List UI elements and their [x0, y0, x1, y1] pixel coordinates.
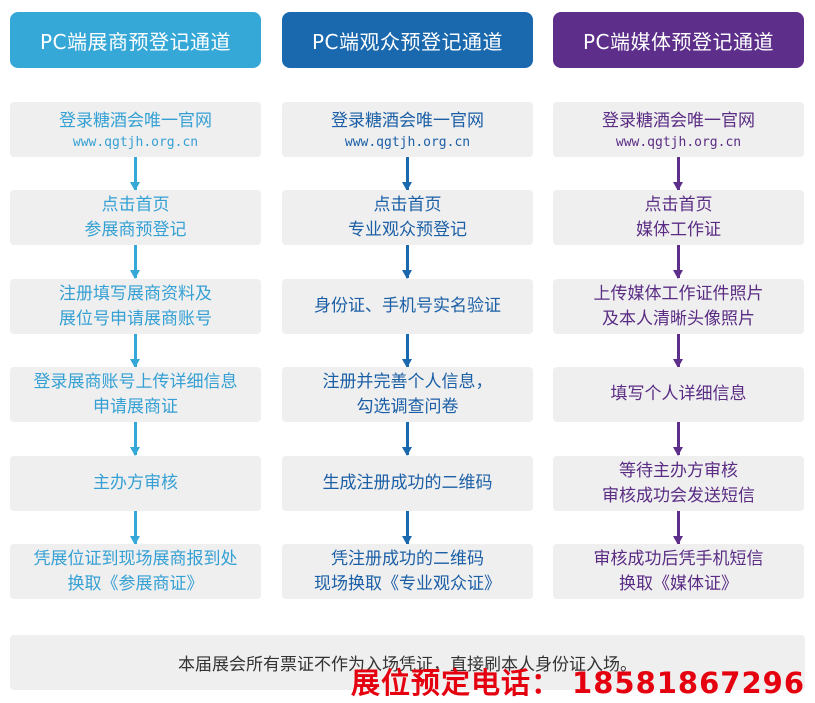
down-arrow-icon	[130, 422, 140, 456]
step-text: 点击首页	[373, 194, 442, 215]
step-text: 身份证、手机号实名验证	[314, 296, 501, 316]
down-arrow-icon	[402, 422, 412, 456]
step-text: 凭注册成功的二维码	[331, 548, 484, 569]
visitor-step-qrcode: 生成注册成功的二维码	[282, 456, 533, 511]
down-arrow-icon	[402, 334, 412, 368]
down-arrow-icon	[130, 245, 140, 279]
media-step-collect-pass: 审核成功后凭手机短信 换取《媒体证》	[553, 544, 804, 599]
media-step-upload: 上传媒体工作证件照片 及本人清晰头像照片	[553, 279, 804, 334]
step-text: 参展商预登记	[84, 219, 187, 240]
down-arrow-icon	[673, 157, 683, 191]
down-arrow-icon	[673, 334, 683, 368]
step-text: 换取《参展商证》	[67, 573, 204, 594]
step-text: 登录糖酒会唯一官网	[331, 110, 484, 131]
down-arrow-icon	[673, 422, 683, 456]
step-text: 主办方审核	[93, 473, 178, 493]
media-step-fill-info: 填写个人详细信息	[553, 367, 804, 422]
step-text: 换取《媒体证》	[619, 573, 738, 594]
down-arrow-icon	[402, 511, 412, 545]
step-text: 填写个人详细信息	[610, 384, 747, 404]
official-site-link[interactable]: www.qgtjh.org.cn	[72, 134, 199, 150]
down-arrow-icon	[402, 245, 412, 279]
step-text: 等待主办方审核	[619, 460, 738, 481]
step-text: 勾选调查问卷	[356, 396, 459, 417]
step-text: 展位号申请展商账号	[59, 308, 212, 329]
down-arrow-icon	[130, 334, 140, 368]
exhibitor-channel-header[interactable]: PC端展商预登记通道	[10, 12, 261, 68]
step-text: 媒体工作证	[636, 219, 721, 240]
visitor-step-homepage: 点击首页 专业观众预登记	[282, 190, 533, 245]
step-text: 及本人清晰头像照片	[602, 308, 755, 329]
visitor-column: PC端观众预登记通道 登录糖酒会唯一官网 www.qgtjh.org.cn 点击…	[282, 0, 533, 600]
down-arrow-icon	[130, 157, 140, 191]
step-text: 生成注册成功的二维码	[322, 473, 493, 493]
exhibitor-step-homepage: 点击首页 参展商预登记	[10, 190, 261, 245]
step-text: 审核成功后凭手机短信	[593, 548, 764, 569]
step-text: 专业观众预登记	[348, 219, 467, 240]
step-text: 登录展商账号上传详细信息	[33, 371, 238, 392]
visitor-step-official-site: 登录糖酒会唯一官网 www.qgtjh.org.cn	[282, 102, 533, 157]
step-text: 点击首页	[101, 194, 170, 215]
down-arrow-icon	[130, 511, 140, 545]
exhibitor-step-official-site: 登录糖酒会唯一官网 www.qgtjh.org.cn	[10, 102, 261, 157]
media-column: PC端媒体预登记通道 登录糖酒会唯一官网 www.qgtjh.org.cn 点击…	[553, 0, 804, 600]
official-site-link[interactable]: www.qgtjh.org.cn	[344, 134, 471, 150]
step-text: 注册并完善个人信息，	[322, 371, 493, 392]
entry-notice: 本届展会所有票证不作为入场凭证，直接刷本人身份证入场。	[10, 635, 805, 690]
booking-hotline: 展位预定电话： 18581867296	[350, 666, 805, 700]
down-arrow-icon	[402, 157, 412, 191]
media-step-review: 等待主办方审核 审核成功会发送短信	[553, 456, 804, 511]
step-text: 申请展商证	[93, 396, 178, 417]
down-arrow-icon	[673, 511, 683, 545]
visitor-channel-header[interactable]: PC端观众预登记通道	[282, 12, 533, 68]
step-text: 登录糖酒会唯一官网	[602, 110, 755, 131]
step-text: 登录糖酒会唯一官网	[59, 110, 212, 131]
step-text: 点击首页	[644, 194, 713, 215]
exhibitor-step-collect-pass: 凭展位证到现场展商报到处 换取《参展商证》	[10, 544, 261, 599]
exhibitor-step-upload: 登录展商账号上传详细信息 申请展商证	[10, 367, 261, 422]
exhibitor-column: PC端展商预登记通道 登录糖酒会唯一官网 www.qgtjh.org.cn 点击…	[10, 0, 261, 600]
step-text: 注册填写展商资料及	[59, 283, 212, 304]
official-site-link[interactable]: www.qgtjh.org.cn	[615, 134, 742, 150]
step-text: 上传媒体工作证件照片	[593, 283, 764, 304]
media-step-official-site: 登录糖酒会唯一官网 www.qgtjh.org.cn	[553, 102, 804, 157]
visitor-step-verify: 身份证、手机号实名验证	[282, 279, 533, 334]
visitor-step-register: 注册并完善个人信息， 勾选调查问卷	[282, 367, 533, 422]
down-arrow-icon	[673, 245, 683, 279]
media-step-homepage: 点击首页 媒体工作证	[553, 190, 804, 245]
exhibitor-step-register: 注册填写展商资料及 展位号申请展商账号	[10, 279, 261, 334]
exhibitor-step-review: 主办方审核	[10, 456, 261, 511]
step-text: 审核成功会发送短信	[602, 485, 755, 506]
visitor-step-collect-pass: 凭注册成功的二维码 现场换取《专业观众证》	[282, 544, 533, 599]
step-text: 凭展位证到现场展商报到处	[33, 548, 238, 569]
step-text: 现场换取《专业观众证》	[314, 573, 501, 594]
media-channel-header[interactable]: PC端媒体预登记通道	[553, 12, 804, 68]
